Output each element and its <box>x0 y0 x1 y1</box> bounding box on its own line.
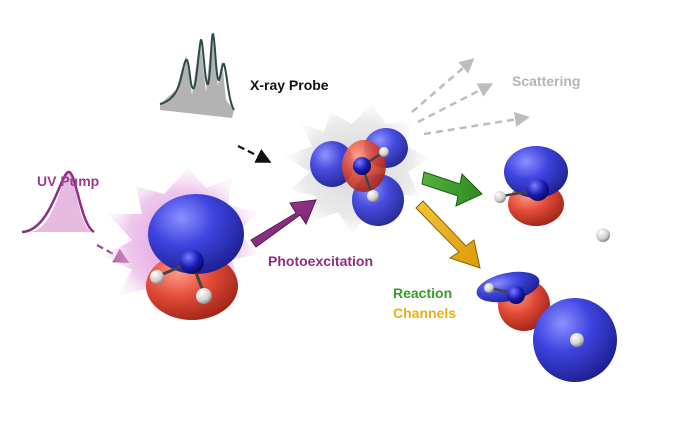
ground-state-molecule <box>146 194 244 320</box>
photoexcitation-arrow <box>250 199 317 248</box>
reaction-channel-arrow-green <box>421 171 483 207</box>
xray-probe-label: X-ray Probe <box>250 77 329 93</box>
photoexcitation-label: Photoexcitation <box>268 253 373 269</box>
uv-pump-label: UV Pump <box>37 173 99 189</box>
product-lower <box>476 271 550 331</box>
hydrogen-atom <box>596 228 610 242</box>
product-upper <box>494 146 568 226</box>
reaction-label: Reaction <box>393 285 452 301</box>
product-radical <box>533 298 617 382</box>
xray-probe-pulse <box>159 32 235 118</box>
channels-label: Channels <box>393 305 456 321</box>
scattering-rays <box>411 58 530 136</box>
reaction-channel-arrow-yellow <box>415 200 481 269</box>
scattering-label: Scattering <box>512 73 580 89</box>
uv-pump-pulse <box>21 170 95 234</box>
excited-molecule <box>310 128 408 226</box>
xray-probe-arrow <box>237 145 272 163</box>
